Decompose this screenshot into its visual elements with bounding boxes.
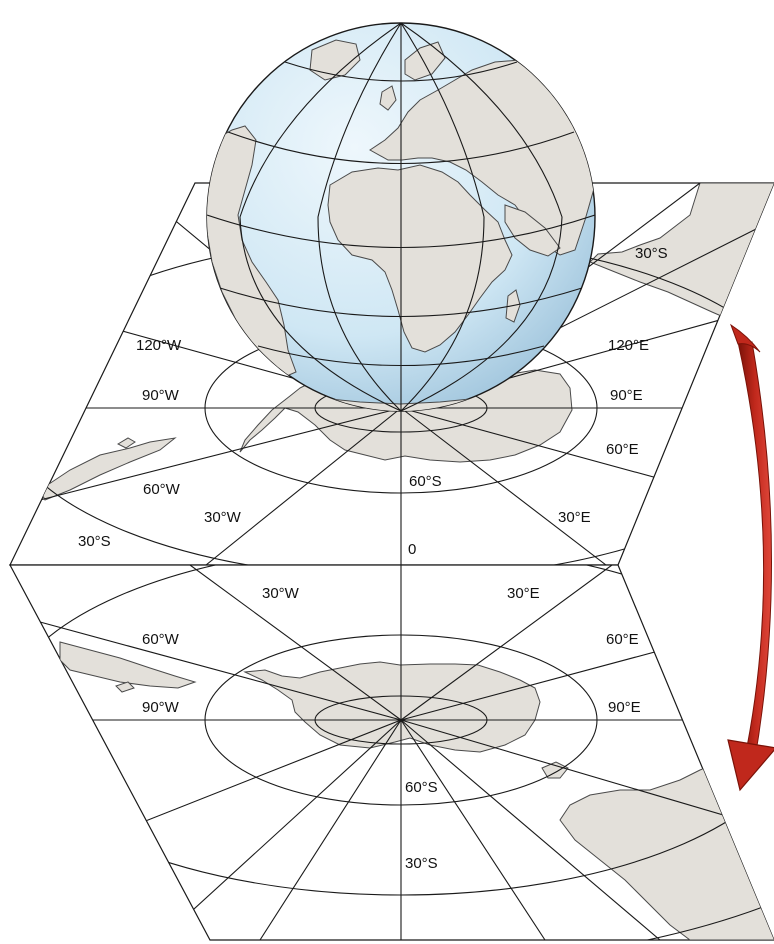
upper-label-60e: 60°E (606, 441, 639, 458)
upper-label-60w: 60°W (143, 481, 181, 498)
lower-labels: 30°W 30°E 60°W 60°E 90°W 90°E 60°S 30°S (142, 585, 641, 872)
lower-label-30e: 30°E (507, 585, 540, 602)
lower-label-30s: 30°S (405, 855, 438, 872)
lower-label-60e: 60°E (606, 631, 639, 648)
upper-label-120w: 120°W (136, 337, 182, 354)
globe-arabia (504, 204, 561, 257)
lower-landmass-left (59, 641, 197, 689)
globe-britain (379, 85, 397, 111)
lower-label-60s: 60°S (405, 779, 438, 796)
upper-label-30w: 30°W (204, 509, 242, 526)
upper-label-90w: 90°W (142, 387, 180, 404)
lower-label-90w: 90°W (142, 699, 180, 716)
upper-label-30e: 30°E (558, 509, 591, 526)
globe-greenland (309, 39, 361, 81)
lower-island-left (115, 681, 135, 693)
globe (206, 22, 596, 412)
upper-label-60s: 60°S (409, 473, 442, 490)
lower-label-30w: 30°W (262, 585, 300, 602)
upper-label-30s-right: 30°S (635, 245, 668, 262)
lower-projection-plane (9, 564, 774, 941)
upper-landmass-left (39, 437, 177, 501)
globe-africa (327, 164, 513, 353)
upper-label-120e: 120°E (608, 337, 649, 354)
upper-label-90e: 90°E (610, 387, 643, 404)
upper-label-30s-left: 30°S (78, 533, 111, 550)
upper-island-left (116, 437, 136, 449)
lower-label-90e: 90°E (608, 699, 641, 716)
globe-scandinavia (404, 41, 446, 81)
upper-label-zero: 0 (408, 541, 416, 558)
curved-arrow-icon (727, 323, 774, 792)
lower-label-60w: 60°W (142, 631, 180, 648)
upper-labels: 30°S 120°W 120°E 90°W 90°E 60°E 60°S 60°… (78, 245, 668, 558)
globe-meridians (239, 23, 563, 411)
